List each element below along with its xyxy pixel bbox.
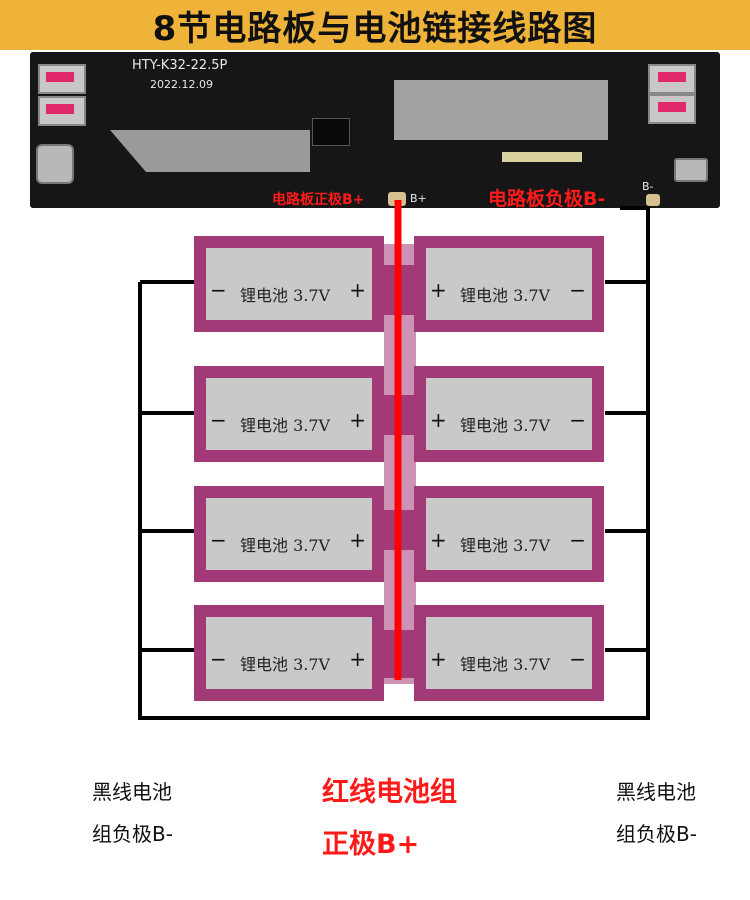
- cell-left-terminal: +: [430, 278, 447, 302]
- legend-left-line2: 组负极B-: [92, 822, 173, 846]
- legend-left-line1: 黑线电池: [92, 780, 172, 804]
- b-plus-pad-label: B+: [410, 192, 427, 205]
- legend-center-line1: 红线电池组: [322, 777, 457, 808]
- usb-a-port-icon: [38, 64, 86, 94]
- cell-label: 锂电池 3.7V: [460, 416, 551, 435]
- cell-label: 锂电池 3.7V: [240, 286, 331, 305]
- cell-left-terminal: +: [430, 528, 447, 552]
- cell-right-terminal: +: [349, 408, 366, 432]
- led-indicator-row: [502, 152, 582, 162]
- cell-label: 锂电池 3.7V: [460, 536, 551, 555]
- board-shield: [110, 130, 310, 172]
- battery-cell: + 锂电池 3.7V−: [414, 605, 604, 701]
- board-negative-label: 电路板负极B-: [488, 188, 606, 210]
- cell-label: 锂电池 3.7V: [460, 655, 551, 674]
- cell-label: 锂电池 3.7V: [240, 655, 331, 674]
- b-minus-pad-label: B-: [642, 180, 654, 193]
- cell-right-terminal: −: [569, 528, 586, 552]
- cell-right-terminal: +: [349, 278, 366, 302]
- battery-cell: −锂电池 3.7V +: [194, 366, 384, 462]
- board-shield: [394, 80, 608, 140]
- usb-a-port-icon: [648, 94, 696, 124]
- cell-left-terminal: +: [430, 647, 447, 671]
- cell-left-terminal: +: [430, 408, 447, 432]
- cell-label: 锂电池 3.7V: [460, 286, 551, 305]
- negative-wire: [138, 206, 650, 720]
- legend-right-line1: 黑线电池: [616, 780, 696, 804]
- page-title: 8节电路板与电池链接线路图: [152, 8, 598, 49]
- cell-label: 锂电池 3.7V: [240, 416, 331, 435]
- cell-left-terminal: −: [210, 408, 227, 432]
- legend-right-line2: 组负极B-: [616, 822, 697, 846]
- usb-a-port-icon: [648, 64, 696, 94]
- b-plus-pad: [388, 192, 406, 206]
- battery-cell: + 锂电池 3.7V−: [414, 486, 604, 582]
- usb-a-port-icon: [38, 96, 86, 126]
- board-chip: [312, 118, 350, 146]
- legend-center-line2: 正极B+: [322, 829, 420, 860]
- cell-right-terminal: −: [569, 278, 586, 302]
- circuit-board: HTY-K32-22.5P 2022.12.09 B+ B-: [30, 52, 720, 208]
- micro-usb-port-icon: [674, 158, 708, 182]
- battery-cell: + 锂电池 3.7V−: [414, 236, 604, 332]
- battery-cell: −锂电池 3.7V +: [194, 236, 384, 332]
- cell-right-terminal: +: [349, 528, 366, 552]
- battery-cell: −锂电池 3.7V +: [194, 486, 384, 582]
- battery-cell: + 锂电池 3.7V−: [414, 366, 604, 462]
- cell-right-terminal: −: [569, 408, 586, 432]
- board-date: 2022.12.09: [150, 78, 213, 91]
- usb-c-port-icon: [36, 144, 74, 184]
- cell-connector: [384, 244, 416, 684]
- cell-left-terminal: −: [210, 528, 227, 552]
- cell-left-terminal: −: [210, 278, 227, 302]
- title-banner: 8节电路板与电池链接线路图: [0, 0, 750, 50]
- board-model: HTY-K32-22.5P: [132, 58, 228, 73]
- b-minus-pad: [646, 194, 660, 206]
- cell-right-terminal: −: [569, 647, 586, 671]
- battery-cell: −锂电池 3.7V +: [194, 605, 384, 701]
- cell-left-terminal: −: [210, 647, 227, 671]
- cell-label: 锂电池 3.7V: [240, 536, 331, 555]
- board-positive-label: 电路板正极B+: [272, 192, 365, 208]
- cell-right-terminal: +: [349, 647, 366, 671]
